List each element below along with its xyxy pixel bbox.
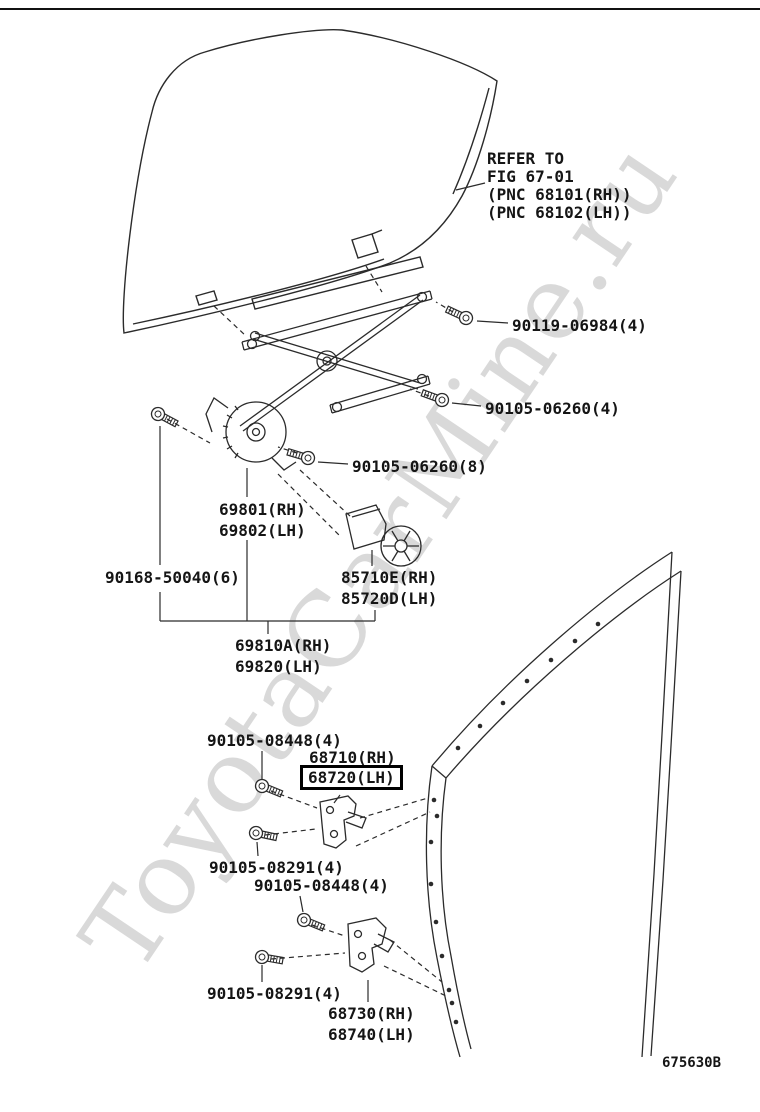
bolt-icon-06260-4 xyxy=(419,386,451,409)
part-label-68740-lh[interactable]: 68740(LH) xyxy=(328,1025,415,1044)
door-glass-drawing xyxy=(122,29,498,334)
part-label-68730-rh[interactable]: 68730(RH) xyxy=(328,1004,415,1023)
bolt-icon-08291-lower xyxy=(253,948,285,968)
dashed-leader-lines xyxy=(166,265,454,997)
refer-note-line3: (PNC 68101(RH)) xyxy=(487,185,632,204)
part-label-90105-08291-lower[interactable]: 90105-08291(4) xyxy=(207,984,342,1003)
bolt-icon-90119 xyxy=(443,302,476,328)
bolt-icon-08448-upper xyxy=(252,776,285,801)
window-regulator-drawing xyxy=(205,290,433,471)
part-label-69801-rh[interactable]: 69801(RH) xyxy=(219,500,306,519)
door-check-upper-drawing xyxy=(319,795,367,849)
door-check-lower-drawing xyxy=(347,917,395,973)
part-label-69810a-rh[interactable]: 69810A(RH) xyxy=(235,636,332,655)
door-panel-drawing xyxy=(425,551,682,1058)
refer-note-line1: REFER TO xyxy=(487,149,565,168)
regulator-motor-drawing xyxy=(345,504,422,567)
part-label-85710e-rh[interactable]: 85710E(RH) xyxy=(341,568,438,587)
part-label-90168-50040[interactable]: 90168-50040(6) xyxy=(105,568,240,587)
solid-leader-lines xyxy=(159,182,509,1002)
part-label-68720-lh-selected[interactable]: 68720(LH) xyxy=(300,765,403,790)
part-label-90105-08448-upper[interactable]: 90105-08448(4) xyxy=(207,731,342,750)
part-label-90105-06260-8[interactable]: 90105-06260(8) xyxy=(352,457,487,476)
bolt-icon-08291-upper xyxy=(247,824,279,845)
figure-code: 675630B xyxy=(662,1055,722,1071)
refer-note-line2: FIG 67-01 xyxy=(487,167,574,186)
refer-note-line4: (PNC 68102(LH)) xyxy=(487,203,632,222)
screw-icon-90168 xyxy=(148,404,181,431)
part-label-68710-rh[interactable]: 68710(RH) xyxy=(309,748,396,767)
bolt-icon-06260-8 xyxy=(285,444,317,467)
bolt-icon-08448-lower xyxy=(294,910,327,935)
refer-note: REFER TO FIG 67-01 (PNC 68101(RH)) (PNC … xyxy=(487,150,632,222)
part-label-85720d-lh[interactable]: 85720D(LH) xyxy=(341,589,438,608)
part-label-69820-lh[interactable]: 69820(LH) xyxy=(235,657,322,676)
part-label-90105-08291-upper[interactable]: 90105-08291(4) xyxy=(209,858,344,877)
part-label-90105-08448-lower[interactable]: 90105-08448(4) xyxy=(254,876,389,895)
door-panel-weld-dots xyxy=(428,621,601,1025)
part-label-69802-lh[interactable]: 69802(LH) xyxy=(219,521,306,540)
part-label-90119-06984[interactable]: 90119-06984(4) xyxy=(512,316,647,335)
part-label-90105-06260-4[interactable]: 90105-06260(4) xyxy=(485,399,620,418)
